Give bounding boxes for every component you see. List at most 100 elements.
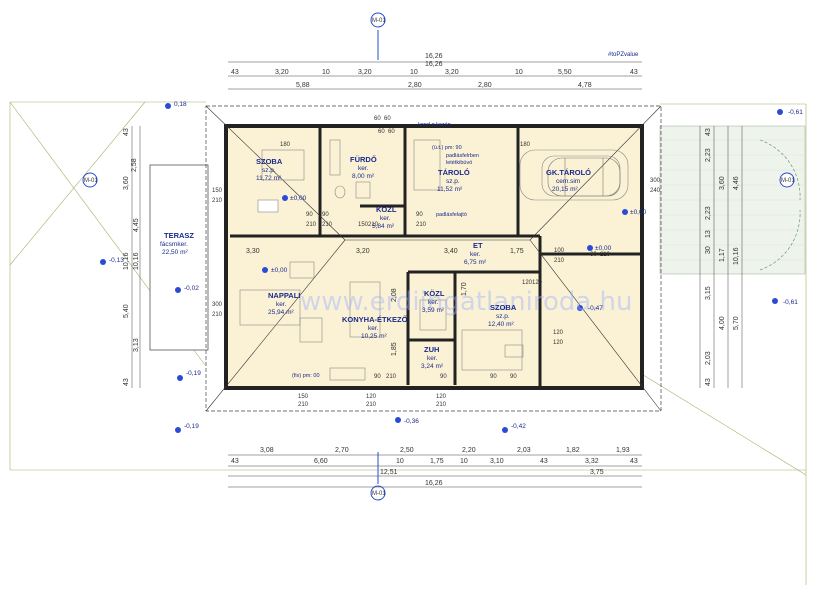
opening-label: 210 <box>600 252 611 258</box>
dim: 4,46 <box>733 176 740 190</box>
left-dims: 43 2,58 3,60 4,45 10,16 10,16 5,40 3,13 … <box>123 128 140 386</box>
svg-text:25,94 m²: 25,94 m² <box>268 309 294 316</box>
level-label: 0,18 <box>174 101 187 108</box>
dim: 2,58 <box>131 158 138 172</box>
level-label: ±0,00 <box>630 209 647 216</box>
svg-text:SZOBA: SZOBA <box>256 157 283 166</box>
roof-outline <box>205 105 662 412</box>
dim: 3,10 <box>490 458 504 465</box>
svg-text:20,15 m²: 20,15 m² <box>552 186 578 193</box>
dim: 3,40 <box>444 248 458 255</box>
opening-label: 60 <box>378 129 385 135</box>
svg-text:ker.: ker. <box>427 355 438 362</box>
dim: 5,50 <box>558 69 572 76</box>
opening-label: 210 <box>416 222 427 228</box>
dim: 3,08 <box>260 447 274 454</box>
note-label: letétkibúvó <box>446 160 472 166</box>
svg-text:ker.: ker. <box>428 299 439 306</box>
section-mark-bottom: M-01 <box>372 491 386 497</box>
roof-hip-lines <box>205 105 662 412</box>
dim: 2,70 <box>335 447 349 454</box>
svg-text:ker.: ker. <box>470 251 481 258</box>
dim: 43 <box>630 69 638 76</box>
dim: 10 <box>322 69 330 76</box>
car-icon <box>547 157 621 197</box>
dim: 3,20 <box>275 69 289 76</box>
svg-text:11,52 m²: 11,52 m² <box>437 186 463 193</box>
opening-label: 60 <box>590 252 597 258</box>
opening-label: 210 <box>436 402 447 408</box>
room-tarolo: TÁROLÓ sz.p. 11,52 m² <box>437 168 470 193</box>
dim: 3,32 <box>585 458 599 465</box>
room-furdo: FÜRDŐ ker. 8,00 m² <box>350 155 377 180</box>
dim: 12,51 <box>380 469 398 476</box>
opening-label: 210 <box>322 222 333 228</box>
interior-dims: 3,30 3,20 3,40 1,75 2,08 1,85 1,70 <box>246 248 524 356</box>
svg-text:FÜRDŐ: FÜRDŐ <box>350 155 377 164</box>
dim: 1,85 <box>391 342 398 356</box>
dim: 5,88 <box>296 82 310 89</box>
section-mark-left: M-01 <box>84 178 98 184</box>
top-tag: #toPZvalue <box>608 52 639 58</box>
room-et: ET ker. 6,75 m² <box>464 241 487 266</box>
opening-label: 210 <box>366 402 377 408</box>
dim: 3,15 <box>705 286 712 300</box>
dim: 3,60 <box>123 176 130 190</box>
room-zuh: ZUH ker. 3,24 m² <box>421 345 444 370</box>
dim: 10 <box>410 69 418 76</box>
level-labels: 0,18 -0,13 -0,02 -0,19 -0,19 -0,36 -0,42… <box>109 101 803 430</box>
room-szoba-2: SZOBA sz.p. 12,40 m² <box>488 303 517 328</box>
dim: 3,20 <box>445 69 459 76</box>
level-label: ±0,00 <box>271 267 288 274</box>
level-label: -0,02 <box>184 285 199 292</box>
furniture <box>239 139 629 381</box>
level-label: -0,61 <box>788 109 803 116</box>
opening-label: 210 <box>212 198 223 204</box>
top-dim-row2: 43 3,20 10 3,20 10 3,20 10 5,50 43 <box>231 69 638 76</box>
building-footprint <box>224 124 644 390</box>
dim: 10 <box>460 458 468 465</box>
dim: 2,03 <box>705 351 712 365</box>
dim: 1,82 <box>566 447 580 454</box>
section-mark-top: M-01 <box>372 18 386 24</box>
svg-text:ker.: ker. <box>358 165 369 172</box>
svg-text:KÖZL: KÖZL <box>376 205 397 214</box>
opening-label: 60 <box>374 116 381 122</box>
svg-text:TÁROLÓ: TÁROLÓ <box>438 168 470 177</box>
svg-text:11,72 m²: 11,72 m² <box>256 175 282 182</box>
right-dims: 43 2,23 3,60 4,46 2,23 13 30 1,17 10,16 … <box>705 128 740 386</box>
svg-text:ker.: ker. <box>276 301 287 308</box>
level-label: -0,19 <box>186 370 201 377</box>
svg-text:5,84 m²: 5,84 m² <box>372 223 395 230</box>
dim: 1,75 <box>430 458 444 465</box>
note-label: (fix) pm: 00 <box>292 373 320 379</box>
opening-label: 120 <box>532 280 543 286</box>
dim: 10,16 <box>123 252 130 270</box>
svg-text:ET: ET <box>473 241 483 250</box>
dim: 2,23 <box>705 148 712 162</box>
bottom-dim-total: 16,26 <box>425 480 443 487</box>
svg-text:NAPPALI: NAPPALI <box>268 291 300 300</box>
dim: 1,17 <box>719 248 726 262</box>
top-dim-row3: 5,88 2,80 2,80 4,78 <box>296 82 592 89</box>
room-terasz: TERASZ fácsmker. 22,50 m² <box>160 231 194 256</box>
level-label: -0,19 <box>184 423 199 430</box>
room-gk-tarolo: GK.TÁROLÓ cem.sim 20,15 m² <box>546 168 591 193</box>
dim: 10 <box>396 458 404 465</box>
opening-label: 120 <box>522 280 533 286</box>
opening-label: 180 <box>520 142 531 148</box>
opening-label: 90 <box>306 212 313 218</box>
dim: 2,80 <box>478 82 492 89</box>
dim: 2,08 <box>391 288 398 302</box>
dim: 43 <box>540 458 548 465</box>
interior-walls <box>230 128 640 386</box>
svg-text:fácsmker.: fácsmker. <box>160 241 188 248</box>
level-label: -0,13 <box>109 257 124 264</box>
svg-text:3,59 m²: 3,59 m² <box>422 307 445 314</box>
dim: 43 <box>630 458 638 465</box>
dim: 13 <box>705 230 712 238</box>
dim: 43 <box>231 69 239 76</box>
dim: 3,30 <box>246 248 260 255</box>
room-nappali: NAPPALI ker. 25,94 m² <box>268 291 300 316</box>
note-label: kond.g.kazán <box>418 122 451 128</box>
